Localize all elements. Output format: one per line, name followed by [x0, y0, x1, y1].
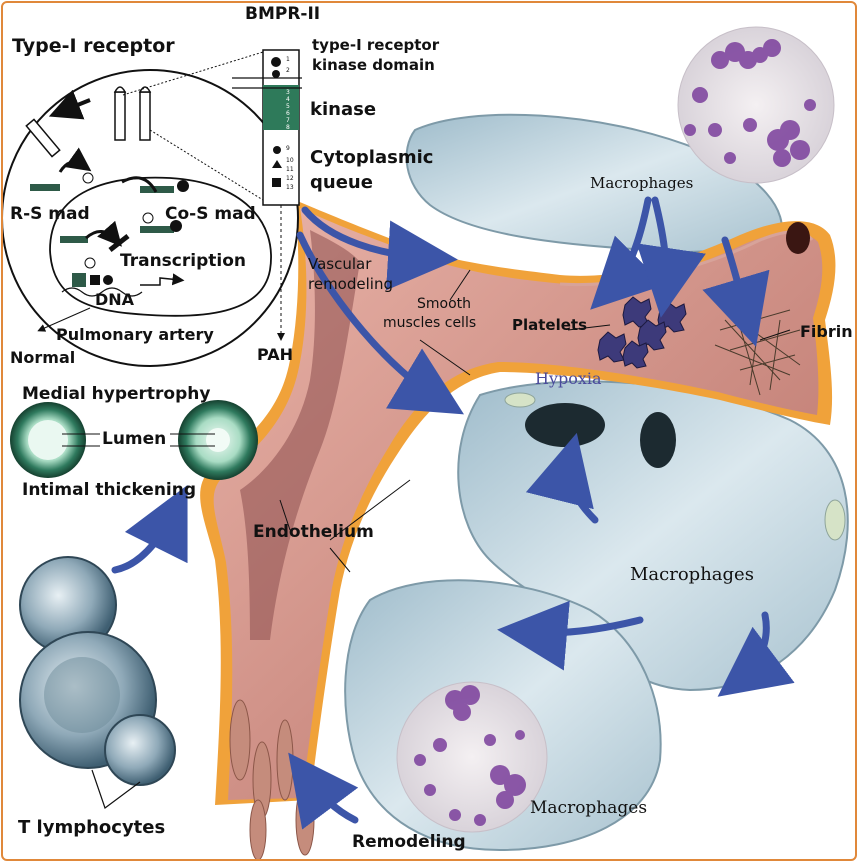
label-rsmad: R-S mad — [10, 206, 90, 223]
label-intimal-thickening: Intimal thickening — [22, 482, 196, 499]
label-queue: queue — [310, 174, 373, 192]
label-type1-receptor: Type-I receptor — [12, 37, 175, 56]
kd-num-9: 9 — [286, 146, 290, 152]
kd-num-12: 12 — [286, 176, 294, 182]
label-remodeling-bottom: Remodeling — [352, 834, 466, 851]
label-pulmonary-artery: Pulmonary artery — [56, 327, 214, 343]
label-t-lymphocytes: T lymphocytes — [18, 819, 165, 837]
label-kinase: kinase — [310, 101, 376, 119]
nucleus — [50, 178, 271, 316]
label-macrophages-bottom: Macrophages — [530, 800, 647, 817]
label-hypoxia: Hypoxia — [535, 371, 602, 387]
label-fibrin: Fibrin — [800, 324, 853, 340]
label-pah: PAH — [257, 347, 293, 363]
label-smooth: Smooth — [417, 297, 471, 311]
label-macrophages-mid: Macrophages — [630, 566, 754, 584]
label-bmpr2: BMPR-II — [245, 6, 320, 23]
label-vascular: Vascular — [308, 257, 371, 272]
label-macrophages-top: Macrophages — [590, 176, 693, 191]
label-type1-kinase-line1: type-I receptor — [312, 38, 439, 53]
label-transcription: Transcription — [120, 253, 246, 270]
kd-num-10: 10 — [286, 158, 294, 164]
label-dna: DNA — [95, 292, 134, 308]
label-endothelium: Endothelium — [253, 524, 374, 541]
label-platelets: Platelets — [512, 318, 587, 333]
kd-num-8: 8 — [286, 125, 290, 131]
label-normal: Normal — [10, 350, 75, 366]
label-cytoplasmic: Cytoplasmic — [310, 149, 433, 167]
label-medial-hypertrophy: Medial hypertrophy — [22, 386, 210, 403]
label-remodeling-top: remodeling — [308, 277, 393, 292]
kd-num-2: 2 — [286, 68, 290, 74]
label-lumen: Lumen — [102, 431, 166, 448]
dark-spot-1 — [525, 403, 605, 447]
kd-num-11: 11 — [286, 167, 294, 173]
dark-spot-2 — [640, 412, 676, 468]
t-lymphocyte-3 — [105, 715, 175, 785]
label-muscles-cells: muscles cells — [383, 316, 476, 330]
kd-num-1: 1 — [286, 57, 290, 63]
label-cosmad: Co-S mad — [165, 206, 256, 223]
kd-num-13: 13 — [286, 185, 294, 191]
label-type1-kinase-line2: kinase domain — [312, 58, 435, 73]
